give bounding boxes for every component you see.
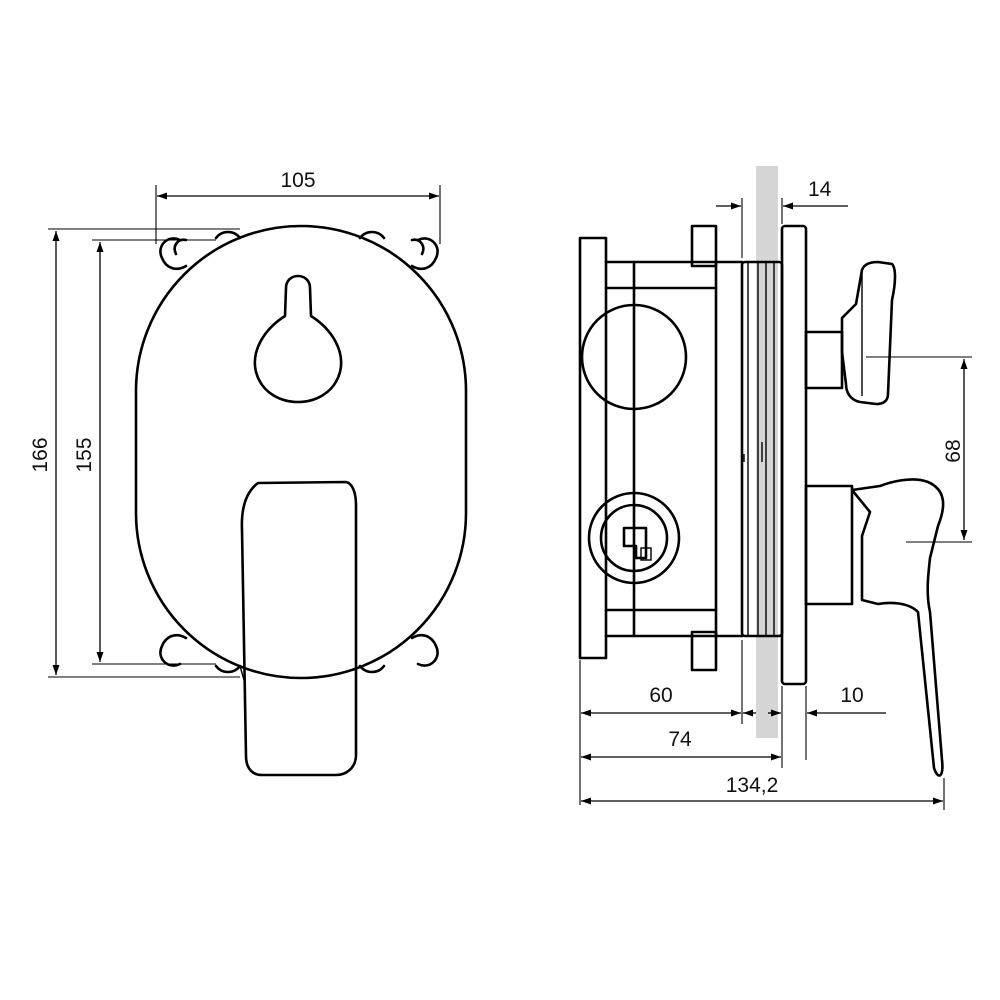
dim-handle-offset: 10: [805, 684, 886, 760]
dim-spacing-label: 68: [942, 439, 965, 462]
dim-depth-wall-label: 74: [668, 728, 692, 751]
mounting-lugs: [159, 230, 439, 674]
dim-handle-offset-label: 10: [840, 684, 863, 707]
dim-height-inner: 155: [73, 239, 216, 665]
dim-height-outer-label: 166: [29, 437, 52, 472]
lever-handle-profile: [804, 478, 945, 777]
dim-width-label: 105: [280, 169, 315, 192]
dim-width: 105: [155, 169, 441, 244]
dim-height-outer: 166: [29, 228, 240, 678]
dim-spacing: 68: [866, 356, 972, 543]
diverter-knob-profile: [804, 260, 897, 406]
keyhole-diverter: [253, 274, 343, 404]
dim-depth-total-label: 134,2: [726, 774, 779, 797]
dim-wall-thickness: 14: [716, 178, 848, 258]
lever-handle: [240, 480, 358, 777]
cover-plate-profile: [780, 224, 808, 686]
dim-height-inner-label: 155: [73, 437, 96, 472]
dim-wall-thickness-label: 14: [808, 178, 832, 201]
cover-plate: [134, 224, 468, 680]
front-view: 105 166 155: [29, 169, 468, 777]
dim-depth-body: 60: [579, 640, 743, 805]
dim-depth-body-label: 60: [649, 684, 672, 707]
side-view: 14 68 60 10: [578, 166, 972, 810]
wall-section: [756, 166, 778, 738]
dim-depth-total: 134,2: [581, 774, 945, 810]
rough-in-body: [578, 224, 784, 672]
dim-depth-wall: 74: [581, 686, 783, 768]
